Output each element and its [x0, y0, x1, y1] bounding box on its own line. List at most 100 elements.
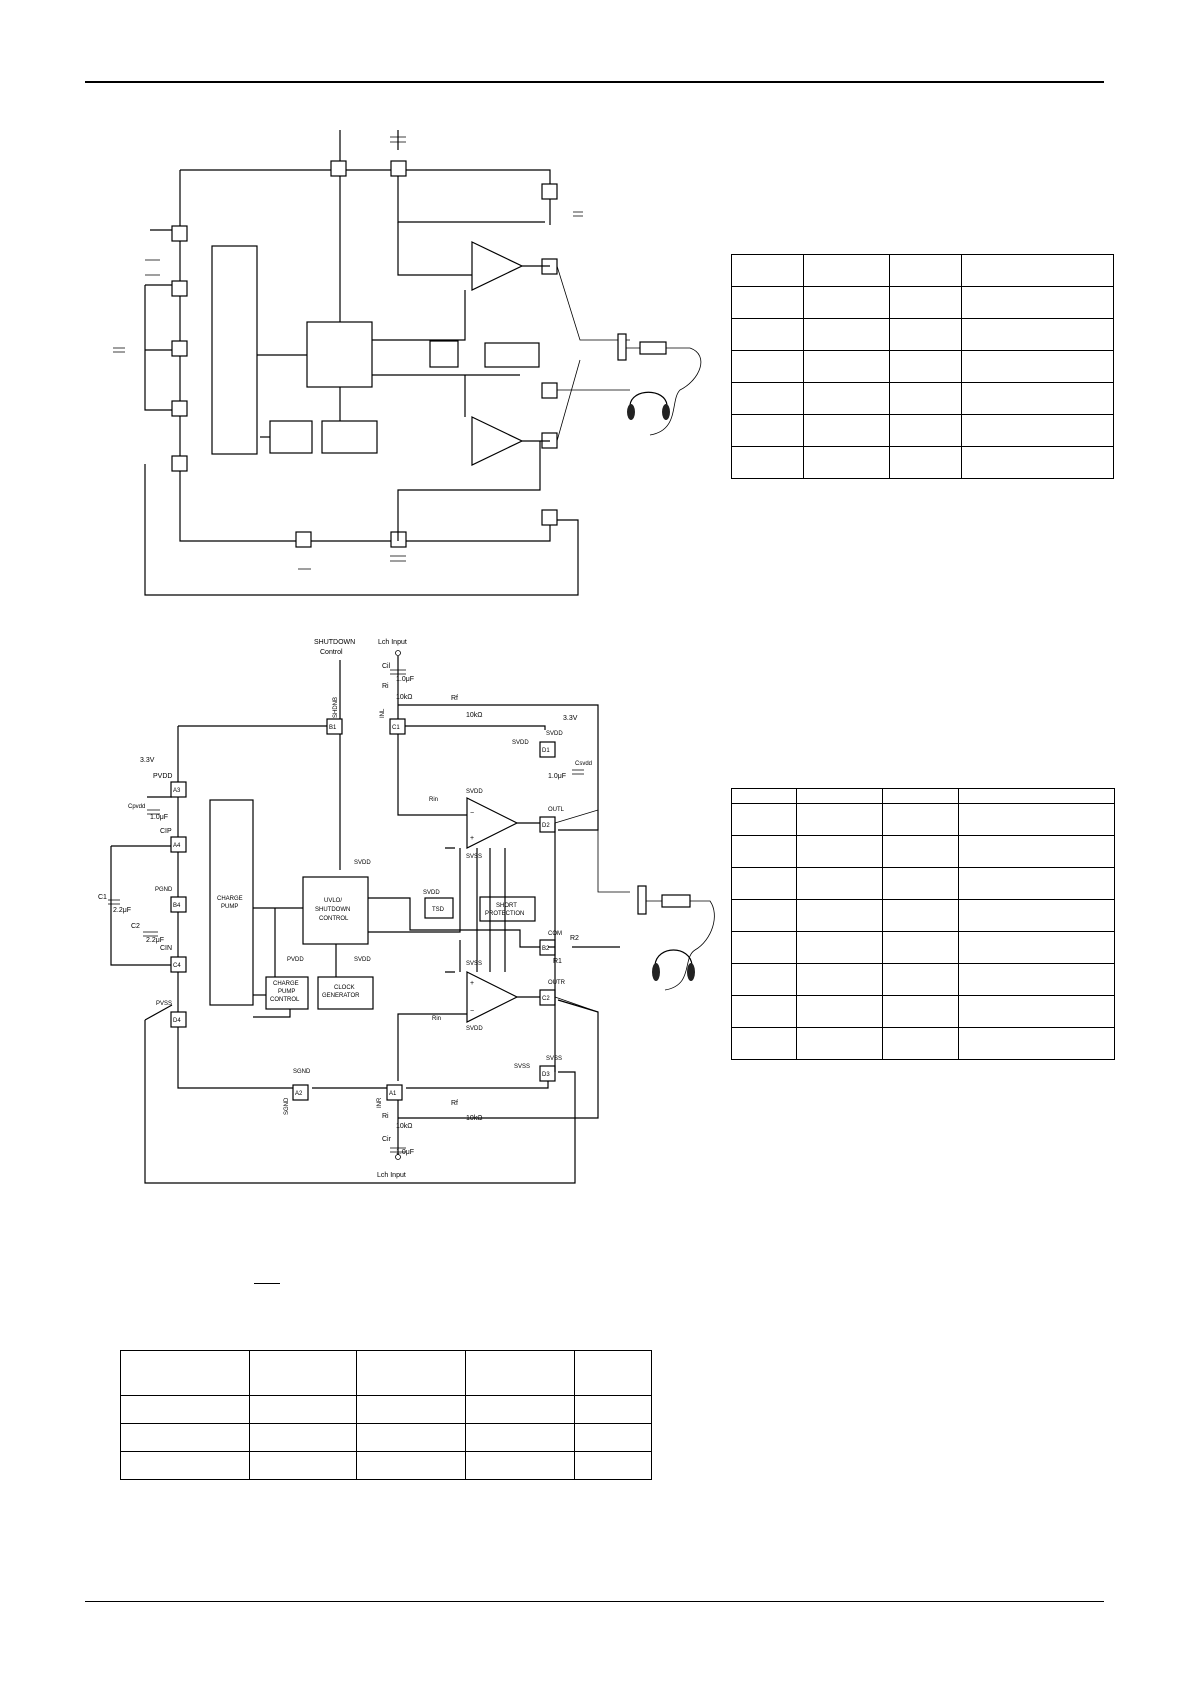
net-label: SVDD: [423, 890, 440, 896]
res-label: Rf: [451, 1100, 458, 1107]
cap-label: Cil: [382, 663, 391, 670]
pin-a2: [292, 1084, 309, 1101]
net-label: PVSS: [156, 1001, 172, 1007]
block-label: CHARGE: [217, 896, 243, 902]
pin-box: [541, 382, 558, 399]
pin-label: A3: [173, 788, 181, 794]
net-label: SVSS: [466, 961, 482, 967]
block-label: GENERATOR: [322, 993, 360, 999]
res-value: 10kΩ: [466, 712, 483, 719]
pin-box: [171, 455, 188, 472]
res-label: Rin: [429, 797, 438, 803]
pin-label: A1: [389, 1091, 397, 1097]
cap-label: Cir: [382, 1136, 392, 1143]
short-protection-block: [484, 342, 540, 368]
pin-c4: [170, 956, 187, 973]
cap-label: Cpvdd: [128, 804, 145, 810]
pin-box: [541, 509, 558, 526]
net-label: PVDD: [153, 773, 172, 780]
block-label: TSD: [432, 907, 445, 913]
cap-label: C2: [131, 923, 140, 930]
net-label: CIN: [160, 945, 172, 952]
pin-box: [171, 280, 188, 297]
voltage-label: 3.3V: [140, 757, 155, 764]
pin-box: [171, 225, 188, 242]
clock-generator-block: [317, 976, 374, 1010]
opamp-plus: +: [470, 835, 474, 842]
net-label: SVDD: [546, 731, 563, 737]
net-label: SVDD: [466, 789, 483, 795]
control-label: Control: [320, 649, 343, 656]
opamp-plus: +: [470, 980, 474, 987]
res-value: 10kΩ: [396, 1123, 413, 1130]
res-label: R2: [570, 935, 579, 942]
cap-value: 1.0μF: [396, 1149, 414, 1156]
res-value: 10kΩ: [466, 1115, 483, 1122]
net-label: SVDD: [466, 1026, 483, 1032]
pin-box: [541, 183, 558, 200]
charge-pump-block: [209, 799, 254, 1006]
pin-label: D2: [542, 823, 550, 829]
pin-table-top: [731, 254, 1114, 479]
pin-d4: [170, 1011, 187, 1028]
block-label: CONTROL: [270, 997, 300, 1003]
block-label: PUMP: [278, 989, 295, 995]
opamp-top: [471, 241, 524, 291]
net-label: OUTR: [548, 980, 566, 986]
header-rule: [85, 81, 1104, 83]
pin-label: C1: [392, 725, 400, 731]
pin-d3: [539, 1065, 556, 1082]
charge-pump-control-block: [265, 976, 309, 1010]
tsd-block: [429, 340, 459, 368]
pin-label: B4: [173, 903, 181, 909]
pin-label: C2: [542, 996, 550, 1002]
pin-label: A4: [173, 843, 181, 849]
pin-a3: [170, 781, 187, 798]
net-label: PGND: [155, 887, 173, 893]
block-label: UVLO/: [324, 898, 342, 904]
cap-label: C1: [98, 894, 107, 901]
pin-label: D1: [542, 748, 550, 754]
pin-box: [330, 160, 347, 177]
pin-box: [171, 340, 188, 357]
net-label: SVDD: [354, 860, 371, 866]
pin-box: [171, 400, 188, 417]
net-label: SVDD: [354, 957, 371, 963]
pin-table-mid: [731, 788, 1115, 1060]
uvlo-shutdown-control-block: [302, 876, 369, 945]
cap-value: 2.2μF: [113, 907, 131, 914]
overline-mark: [254, 1283, 280, 1284]
footer-rule: [85, 1601, 1104, 1602]
block-label: CONTROL: [319, 916, 349, 922]
tsd-block: [424, 897, 454, 919]
net-label: COM: [548, 931, 562, 937]
net-label: SGND: [293, 1069, 311, 1075]
block-label: CHARGE: [273, 981, 299, 987]
res-label: Rin: [432, 1016, 441, 1022]
pin-box: [295, 531, 312, 548]
cap-label: Csvdd: [575, 761, 592, 767]
res-value: 10kΩ: [396, 694, 413, 701]
pin-d1: [539, 741, 556, 758]
pin-label: B1: [329, 725, 337, 731]
net-label: SVSS: [546, 1056, 562, 1062]
res-label: Ri: [382, 683, 389, 690]
opamp-left-channel: [466, 797, 519, 849]
net-label: CIP: [160, 828, 172, 835]
pin-b4: [170, 896, 187, 913]
cap-value: 2.2μF: [146, 937, 164, 944]
pin-name: INR: [377, 1097, 383, 1108]
clock-block: [321, 420, 378, 454]
block-label: PUMP: [221, 904, 238, 910]
net-label: OUTL: [548, 807, 565, 813]
net-label: SVDD: [512, 740, 529, 746]
res-label: R1: [553, 958, 562, 965]
short-protection-block: [479, 896, 536, 922]
net-label: SVSS: [466, 854, 482, 860]
lch-input-label: Lch Input: [377, 1172, 406, 1179]
pin-label: B2: [542, 946, 550, 952]
pin-name: INL: [380, 708, 386, 718]
cap-value: 1.0μF: [150, 814, 168, 821]
